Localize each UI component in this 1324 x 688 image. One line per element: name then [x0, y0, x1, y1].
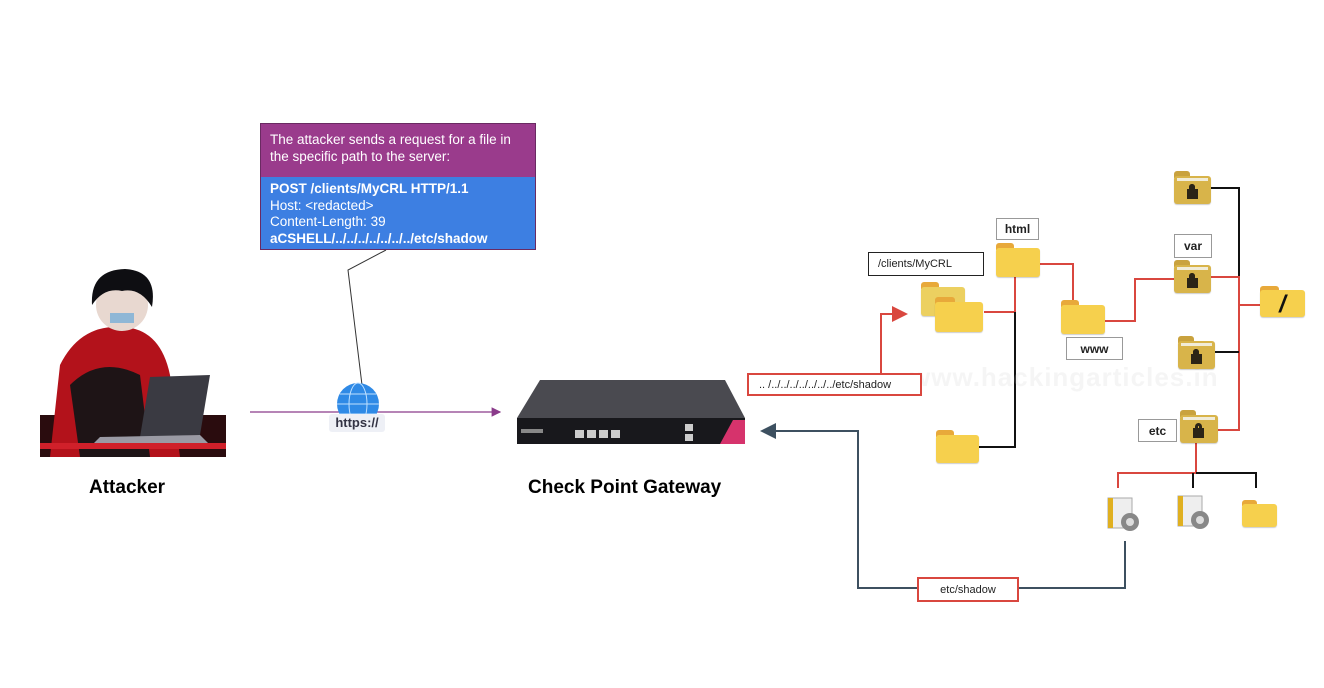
var-locked-folder-icon — [1174, 260, 1211, 293]
html-folder-icon — [996, 243, 1040, 277]
callout-intro: The attacker sends a request for a file … — [261, 124, 535, 177]
request-line: POST /clients/MyCRL HTTP/1.1 — [270, 181, 469, 196]
callout-pointer — [347, 249, 387, 386]
www-label: www — [1066, 337, 1123, 360]
request-callout: The attacker sends a request for a file … — [260, 123, 536, 250]
www-folder-icon — [1061, 300, 1105, 334]
gateway-label: Check Point Gateway — [528, 477, 722, 498]
var-label: var — [1174, 234, 1212, 258]
traversal-path-box: .. /../../../../../../../etc/shadow — [747, 373, 922, 396]
locked-folder-icon — [1178, 336, 1215, 369]
traversal-arrow — [880, 306, 908, 373]
attacker-label: Attacker — [89, 477, 166, 498]
payload: aCSHELL/../../../../../../../etc/shadow — [270, 230, 488, 246]
html-label: html — [996, 218, 1039, 240]
etc-label: etc — [1138, 419, 1177, 442]
watermark: www.hackingarticles.in — [910, 362, 1219, 392]
clients-label: /clients/MyCRL — [868, 252, 984, 276]
folder-icon — [936, 430, 979, 463]
https-badge: https:// — [329, 414, 385, 432]
clients-folder-icon — [935, 297, 983, 332]
shadow-system-file-icon — [1107, 497, 1139, 531]
root-label: / — [1279, 291, 1286, 318]
locked-folder-icon — [1174, 171, 1211, 204]
system-file-icon — [1177, 495, 1209, 529]
etc-locked-folder-icon — [1180, 410, 1218, 443]
network-appliance-icon — [517, 380, 745, 444]
hacker-with-laptop-icon — [40, 269, 226, 457]
content-length-header: Content-Length: 39 — [270, 214, 386, 229]
host-header: Host: <redacted> — [270, 197, 374, 213]
folder-icon — [1242, 500, 1277, 527]
response-arrow — [1019, 541, 1126, 589]
root-folder-icon: / — [1260, 286, 1305, 318]
returned-file-box: etc/shadow — [917, 577, 1019, 602]
